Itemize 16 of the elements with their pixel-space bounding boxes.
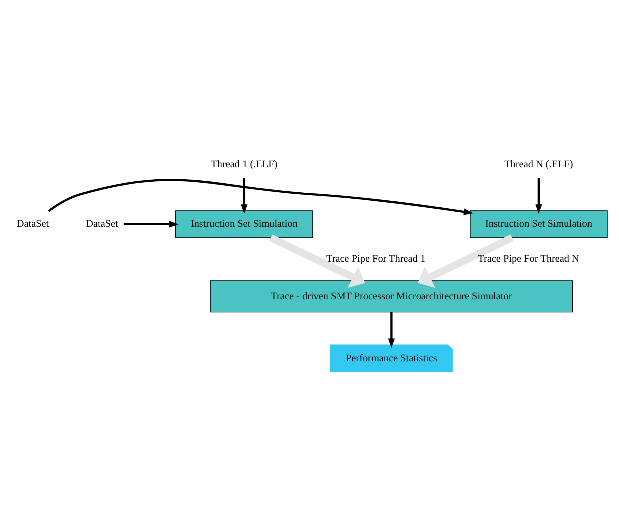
node-text: DataSet xyxy=(86,219,118,230)
arrow xyxy=(388,312,396,348)
arrow xyxy=(124,221,180,228)
arrow xyxy=(536,178,542,214)
node-text: Thread 1 (.ELF) xyxy=(211,160,278,171)
node-text: DataSet xyxy=(16,219,50,230)
edge-label: Trace Pipe For Thread 1 xyxy=(326,254,426,266)
arrow xyxy=(270,234,366,288)
arrow xyxy=(48,179,474,216)
arrow xyxy=(418,234,514,288)
node-text: Thread N (.ELF) xyxy=(504,160,574,171)
node-box: Instruction Set Simulation xyxy=(470,210,608,238)
edge-label: Trace Pipe For Thread N xyxy=(478,254,580,266)
node-box: Trace - driven SMT Processor Microarchitecture Simulator xyxy=(210,280,574,313)
arrow xyxy=(241,178,248,214)
node-box: Instruction Set Simulation xyxy=(176,210,314,238)
